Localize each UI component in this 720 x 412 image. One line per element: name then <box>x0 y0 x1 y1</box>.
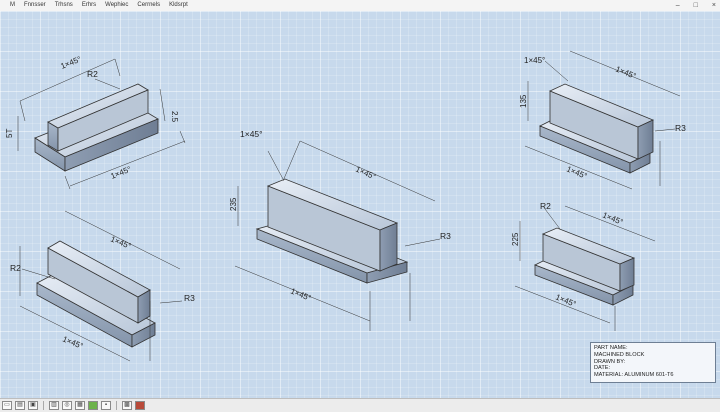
menu-bar: M Fnnsser Trhsns Erhrs Wephiec Cerrnels … <box>0 0 188 11</box>
globe-icon[interactable] <box>88 401 98 410</box>
maximize-icon[interactable]: □ <box>693 2 698 9</box>
part-5-chamfer-bottom: 1×45° <box>554 293 577 309</box>
title-block-part-value: MACHINED BLOCK <box>594 351 645 358</box>
part-1-chamfer-top: 1×45° <box>59 55 82 71</box>
part-3-radius: R3 <box>440 231 451 241</box>
part-2-radius: R2 <box>10 263 21 273</box>
part-4[interactable]: 1×45° 1×45° 135 R3 1×45° <box>519 50 686 190</box>
part-2-radius2: R3 <box>184 293 195 303</box>
title-block-date: DATE: <box>594 365 611 372</box>
part-2[interactable]: 1×45° R2 R3 1×45° <box>10 210 195 362</box>
layers-icon[interactable]: ▦ <box>75 401 85 410</box>
part-3-height: 235 <box>229 197 238 211</box>
part-1-step: 2.5 <box>170 111 179 123</box>
camera-icon[interactable]: ▪ <box>101 401 111 410</box>
menu-item-2[interactable]: Trhsns <box>54 2 73 8</box>
part-2-chamfer-bottom: 1×45° <box>61 335 84 351</box>
part-1[interactable]: 1×45° R2 5T 2.5 1×45° <box>5 55 186 190</box>
part-4-chamfer-top2: 1×45° <box>614 65 637 81</box>
part-3[interactable]: 1×45° 1×45° 235 R3 1×45° <box>229 129 451 331</box>
part-3-chamfer-bottom: 1×45° <box>289 287 312 303</box>
part-3-chamfer-top2: 1×45° <box>354 165 377 182</box>
window-controls: – □ × <box>676 0 716 11</box>
part-5-height: 225 <box>511 232 520 246</box>
toolbar-separator <box>116 401 117 410</box>
title-block-material: MATERIAL: ALUMINUM 601-T6 <box>594 372 674 379</box>
render-icon[interactable] <box>135 401 145 410</box>
title-block-drawn-by: DRAWN BY: <box>594 358 626 365</box>
print-icon[interactable]: ▥ <box>49 401 59 410</box>
grid-icon[interactable]: ▩ <box>122 401 132 410</box>
new-doc-icon[interactable]: ▭ <box>2 401 12 410</box>
close-icon[interactable]: × <box>711 2 716 9</box>
menu-item-app[interactable]: M <box>10 2 15 8</box>
part-2-chamfer-top: 1×45° <box>109 235 132 251</box>
save-icon[interactable]: ▣ <box>28 401 38 410</box>
minimize-icon[interactable]: – <box>675 2 680 9</box>
part-5[interactable]: R2 1×45° 225 1×45° <box>511 201 656 331</box>
drawing-sheet: 1×45° R2 5T 2.5 1×45° 1×45° R2 R3 1×45° <box>5 50 686 362</box>
menu-item-4[interactable]: Wephiec <box>105 2 129 8</box>
title-block: PART NAME: MACHINED BLOCK DRAWN BY: DATE… <box>590 342 716 383</box>
part-4-height: 135 <box>519 94 528 108</box>
menu-item-3[interactable]: Erhrs <box>81 2 97 8</box>
bottom-toolbar: ▭ ▤ ▣ ▥ ◎ ▦ ▪ ▩ <box>0 398 720 412</box>
part-1-height: 5T <box>5 129 14 138</box>
part-1-chamfer-bottom: 1×45° <box>109 165 132 181</box>
part-1-radius: R2 <box>87 69 98 79</box>
part-3-chamfer-top: 1×45° <box>240 129 263 139</box>
title-block-part-name: PART NAME: <box>594 345 628 351</box>
menu-item-5[interactable]: Cerrnels <box>137 2 161 8</box>
menu-item-1[interactable]: Fnnsser <box>24 2 46 8</box>
zoom-icon[interactable]: ◎ <box>62 401 72 410</box>
part-4-chamfer-top: 1×45° <box>524 56 545 65</box>
open-icon[interactable]: ▤ <box>15 401 25 410</box>
toolbar-separator <box>43 401 44 410</box>
part-4-chamfer-bottom: 1×45° <box>565 165 588 181</box>
part-4-radius: R3 <box>675 123 686 133</box>
part-5-radius: R2 <box>540 201 551 211</box>
menu-item-6[interactable]: Kldsrpt <box>169 2 188 8</box>
